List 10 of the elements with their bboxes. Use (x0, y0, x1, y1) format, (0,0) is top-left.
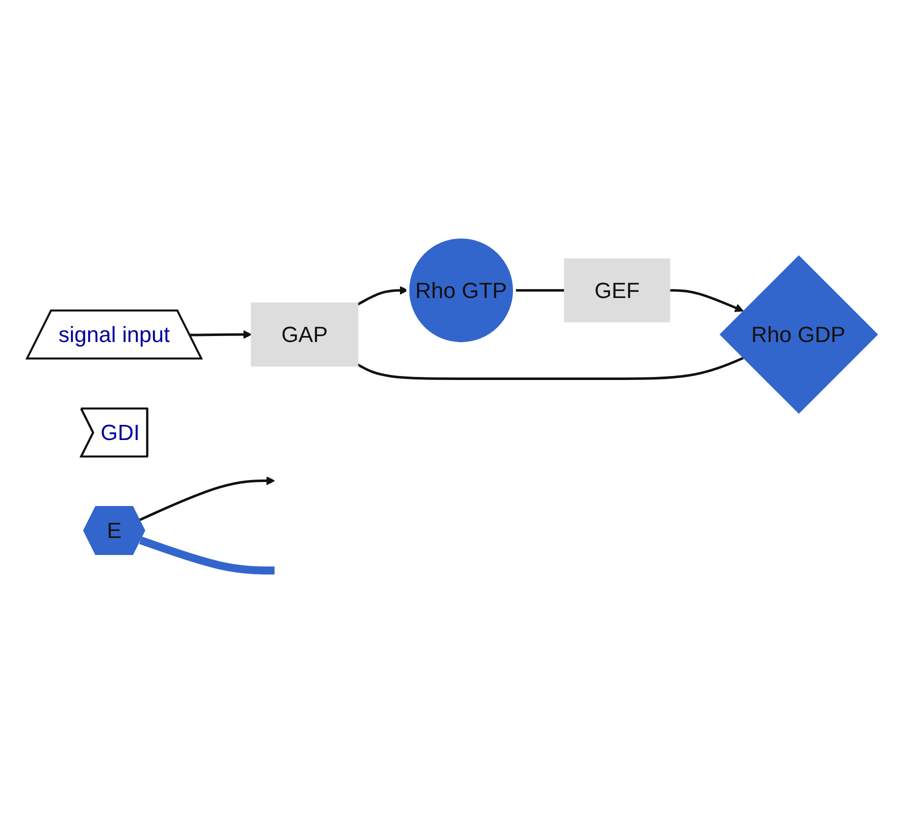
node-box: GAP (251, 302, 359, 366)
arrow (670, 288, 744, 312)
arrow (357, 286, 408, 306)
connector (514, 288, 565, 292)
node-diamond: Rho GDP (720, 254, 878, 414)
arrow (139, 476, 276, 521)
arrow (190, 330, 252, 339)
connector (357, 356, 744, 380)
node-box: GEF (564, 258, 671, 322)
connector (139, 536, 275, 574)
